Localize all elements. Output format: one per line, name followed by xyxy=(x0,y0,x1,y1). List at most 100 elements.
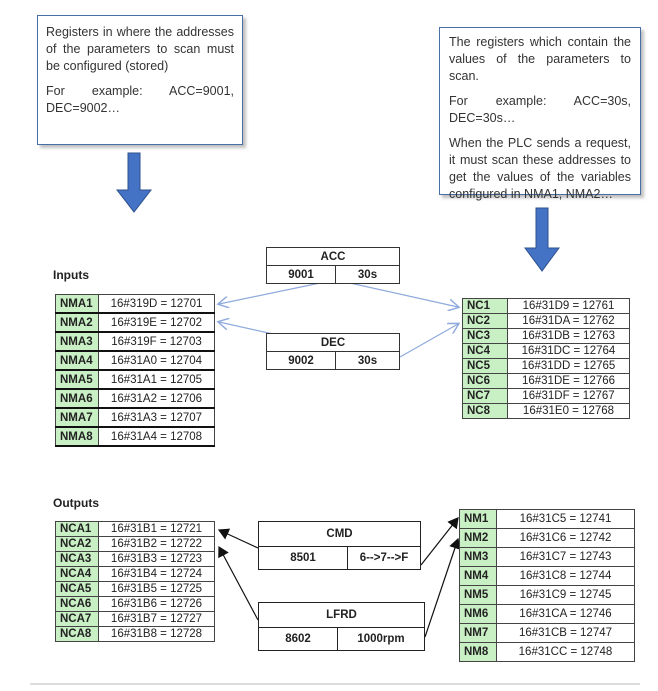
callout-left-text-1: Registers in where the addresses of the … xyxy=(46,25,234,73)
dec-address: 9002 xyxy=(266,351,336,370)
acc-table: ACC 9001 30s xyxy=(266,247,400,284)
register-value: 16#31B5 = 12725 xyxy=(98,581,215,597)
register-name: NMA8 xyxy=(55,426,99,447)
acc-to-nma1-arrow xyxy=(219,282,321,304)
register-value: 16#31B6 = 12726 xyxy=(98,596,215,612)
address-config-callout: Registers in where the addresses of the … xyxy=(37,15,243,145)
dec-table: DEC 9002 30s xyxy=(266,333,400,370)
register-name: NM3 xyxy=(459,547,497,567)
register-name: NCA8 xyxy=(55,626,99,642)
register-name: NC1 xyxy=(462,298,508,314)
lfrd-value: 1000rpm xyxy=(337,627,425,651)
register-name: NMA7 xyxy=(55,407,99,428)
acc-address: 9001 xyxy=(266,265,336,284)
register-value: 16#31CC = 12748 xyxy=(496,642,635,662)
register-value: 16#319F = 12703 xyxy=(98,331,215,352)
register-value: 16#31CA = 12746 xyxy=(496,604,635,624)
register-value: 16#31D9 = 12761 xyxy=(507,298,630,314)
register-value: 16#31B3 = 12723 xyxy=(98,551,215,567)
register-name: NC2 xyxy=(462,313,508,329)
register-value: 16#31B7 = 12727 xyxy=(98,611,215,627)
dec-value: 30s xyxy=(335,351,400,370)
register-name: NCA7 xyxy=(55,611,99,627)
register-value: 16#319E = 12702 xyxy=(98,312,215,333)
register-name: NCA3 xyxy=(55,551,99,567)
register-name: NM7 xyxy=(459,623,497,643)
cmd-address: 8501 xyxy=(258,546,348,570)
register-value: 16#31A0 = 12704 xyxy=(98,350,215,371)
lfrd-to-nm2-arrow xyxy=(424,537,461,638)
register-value: 16#31E0 = 12768 xyxy=(507,403,630,419)
register-value: 16#31B2 = 12722 xyxy=(98,536,215,552)
register-value: 16#31B4 = 12724 xyxy=(98,566,215,582)
register-name: NM8 xyxy=(459,642,497,662)
register-value: 16#31A2 = 12706 xyxy=(98,388,215,409)
register-name: NM4 xyxy=(459,566,497,586)
lfrd-title: LFRD xyxy=(258,602,425,628)
register-value: 16#31DA = 12762 xyxy=(507,313,630,329)
callout-left-text-2: For example: ACC=9001, DEC=9002… xyxy=(46,84,234,115)
register-value: 16#31A1 = 12705 xyxy=(98,369,215,390)
outputs-label: Outputs xyxy=(53,496,99,510)
register-name: NMA6 xyxy=(55,388,99,409)
register-name: NC4 xyxy=(462,343,508,359)
register-value: 16#31A4 = 12708 xyxy=(98,426,215,447)
register-name: NCA6 xyxy=(55,596,99,612)
register-value: 16#31DB = 12763 xyxy=(507,328,630,344)
register-value: 16#31DC = 12764 xyxy=(507,343,630,359)
lfrd-table: LFRD 8602 1000rpm xyxy=(258,602,425,651)
register-name: NMA2 xyxy=(55,312,99,333)
register-name: NMA1 xyxy=(55,294,99,314)
register-name: NCA4 xyxy=(55,566,99,582)
register-name: NC8 xyxy=(462,403,508,419)
register-name: NC7 xyxy=(462,388,508,404)
register-value: 16#319D = 12701 xyxy=(98,294,215,314)
cmd-table: CMD 8501 6-->7-->F xyxy=(258,521,421,570)
register-name: NM6 xyxy=(459,604,497,624)
value-registers-callout: The registers which contain the values o… xyxy=(439,27,641,201)
callout-right-text-2: For example: ACC=30s, DEC=30s… xyxy=(449,94,631,125)
dec-title: DEC xyxy=(266,333,400,352)
register-value: 16#31C5 = 12741 xyxy=(496,509,635,529)
register-value: 16#31C6 = 12742 xyxy=(496,528,635,548)
cmd-title: CMD xyxy=(258,521,421,547)
register-name: NMA3 xyxy=(55,331,99,352)
cmd-to-nca1-arrow xyxy=(217,528,259,549)
register-name: NCA1 xyxy=(55,521,99,537)
acc-value: 30s xyxy=(335,265,400,284)
inputs-label: Inputs xyxy=(53,268,89,282)
register-name: NM5 xyxy=(459,585,497,605)
left-block-arrow xyxy=(115,152,153,213)
lfrd-to-nca2-arrow xyxy=(218,545,259,621)
acc-to-nc1-arrow xyxy=(349,282,458,307)
register-value: 16#31C7 = 12743 xyxy=(496,547,635,567)
callout-right-text-3: When the PLC sends a request, it must sc… xyxy=(449,136,631,201)
dec-to-nc2-arrow xyxy=(399,324,458,358)
callout-right-text-1: The registers which contain the values o… xyxy=(449,35,631,83)
register-value: 16#31C9 = 12745 xyxy=(496,585,635,605)
